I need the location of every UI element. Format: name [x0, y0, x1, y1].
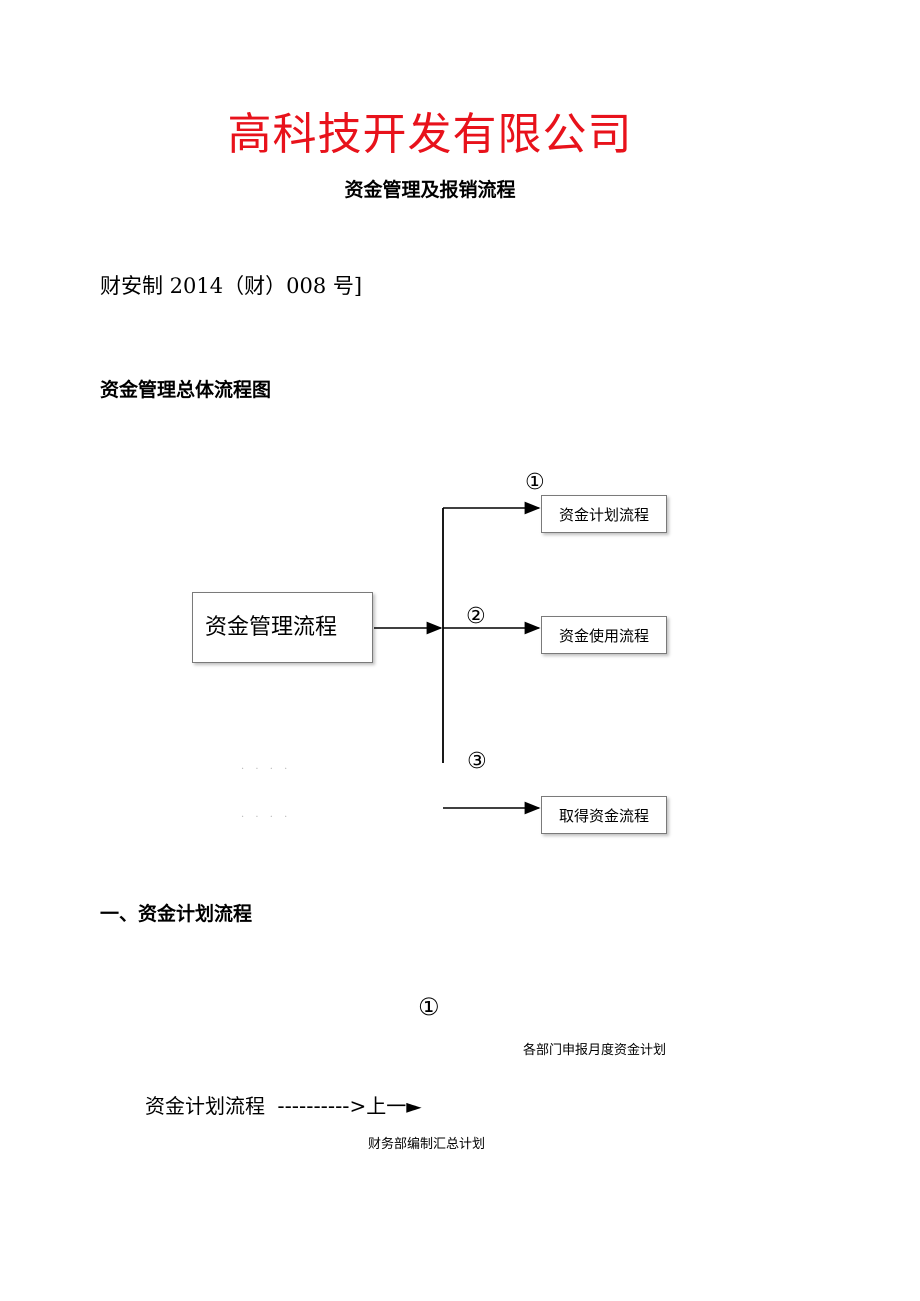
box-fund-use: 资金使用流程: [541, 616, 667, 654]
box-fund-use-label: 资金使用流程: [558, 626, 649, 645]
diagram-lines: [374, 501, 541, 815]
box-fund-plan-label: 资金计划流程: [558, 505, 649, 524]
overview-heading: 资金管理总体流程图: [100, 379, 272, 401]
box-fund-acquire: 取得资金流程: [541, 796, 667, 834]
document-subtitle: 资金管理及报销流程: [344, 179, 516, 201]
step-departments-submit-plan: 各部门申报月度资金计划: [523, 1043, 667, 1058]
fund-plan-flow-line: 资金计划流程 ---------->上一►: [145, 1090, 422, 1119]
flow-label: 资金计划流程: [145, 1094, 265, 1118]
section1-heading: 一、资金计划流程: [100, 903, 253, 925]
circle-number-2: ②: [466, 604, 486, 629]
box-fund-acquire-label: 取得资金流程: [558, 806, 649, 825]
step-finance-compile-plan: 财务部编制汇总计划: [368, 1137, 486, 1152]
circle-number-3: ③: [467, 749, 487, 774]
box-fund-management: 资金管理流程: [192, 592, 373, 663]
section1-circle-number: ①: [418, 993, 440, 1021]
document-number: 财安制 2014（财）008 号]: [100, 274, 363, 298]
flow-arrow-text: ---------->上一►: [277, 1094, 422, 1118]
box-fund-plan: 资金计划流程: [541, 495, 667, 533]
company-title: 高科技开发有限公司: [227, 109, 633, 160]
box-fund-management-label: 资金管理流程: [205, 615, 338, 640]
circle-number-1: ①: [525, 470, 545, 495]
faint-dots-2: · · · ·: [241, 812, 292, 823]
faint-dots-1: · · · ·: [241, 764, 292, 775]
